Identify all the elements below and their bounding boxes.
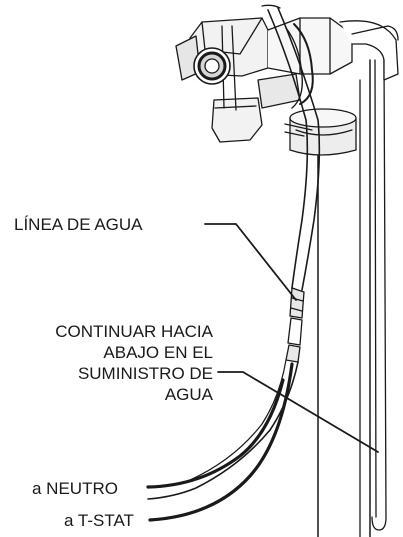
neutral-wire — [146, 378, 285, 489]
valve-body — [175, 17, 399, 156]
continue-label-line-1: CONTINUAR HACIA — [55, 322, 213, 341]
continue-leader — [217, 371, 379, 453]
supply-pipe — [317, 59, 387, 537]
continue-label-line-3: SUMINISTRO DE — [77, 364, 213, 383]
tstat-wire — [148, 362, 294, 522]
continue-label-line-2: ABAJO EN EL — [103, 343, 213, 362]
tstat-label: a T-STAT — [64, 511, 134, 530]
water-line-label: LÍNEA DE AGUA — [14, 215, 143, 234]
water-line-leader — [204, 223, 297, 301]
inlet-fitting — [193, 47, 231, 85]
neutral-label: a NEUTRO — [32, 479, 118, 498]
continue-label-line-4: AGUA — [164, 385, 213, 404]
